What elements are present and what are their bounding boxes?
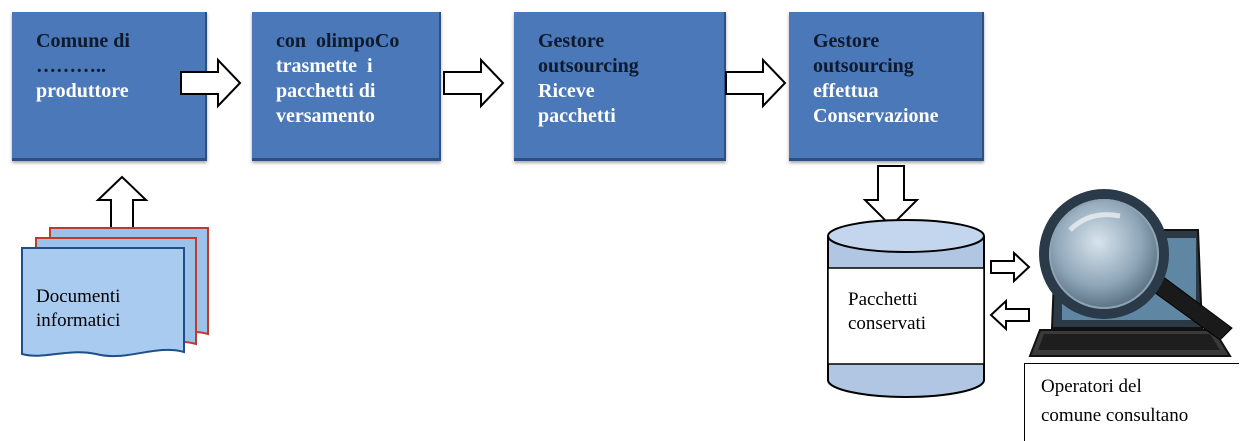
documents-line: Documenti: [36, 286, 121, 307]
box-dark-line: Gestore: [813, 30, 880, 52]
box-line: pacchetti: [538, 105, 616, 127]
box-line: pacchetti di: [276, 80, 376, 102]
box-dark-line: ………..: [36, 55, 106, 77]
box-line: Riceve: [538, 80, 595, 102]
cylinder-database-icon: [827, 219, 985, 398]
process-box-conservation: Gestore outsourcing effettua Conservazio…: [789, 12, 984, 161]
left-arrow-icon: [989, 298, 1030, 332]
process-box-receive: Gestore outsourcing Riceve pacchetti: [514, 12, 726, 161]
right-arrow-icon: [443, 57, 505, 109]
box-dark-line: outsourcing: [538, 55, 639, 77]
magnifier-laptop-icon: [1028, 189, 1233, 357]
box-line: effettua: [813, 80, 879, 102]
box-line: Conservazione: [813, 105, 939, 127]
database-label: Pacchetti conservati: [848, 288, 926, 336]
box-line: produttore: [36, 80, 129, 102]
box-dark-line: outsourcing: [813, 55, 914, 77]
down-arrow-icon: [862, 165, 920, 228]
box-dark-line: con olimpoCo: [276, 30, 400, 52]
documents-label: Documenti informatici: [36, 285, 120, 333]
database-line: conservati: [848, 313, 927, 334]
box-line: versamento: [276, 105, 375, 127]
right-arrow-icon: [990, 250, 1031, 284]
box-line: trasmette i: [276, 55, 373, 77]
operators-box: Operatori del comune consultano: [1024, 363, 1239, 441]
box-dark-line: Gestore: [538, 30, 605, 52]
document-stack-icon: [21, 227, 209, 358]
process-box-producer: Comune di ……….. produttore: [12, 12, 207, 161]
documents-line: informatici: [36, 310, 121, 331]
right-arrow-icon: [180, 57, 242, 109]
operators-line: comune consultano: [1041, 405, 1189, 426]
process-box-transmit: con olimpoCo trasmette i pacchetti di ve…: [252, 12, 441, 161]
operators-line: Operatori del: [1041, 376, 1142, 397]
box-dark-line: Comune di: [36, 30, 130, 52]
right-arrow-icon: [725, 57, 787, 109]
database-line: Pacchetti: [848, 289, 918, 310]
